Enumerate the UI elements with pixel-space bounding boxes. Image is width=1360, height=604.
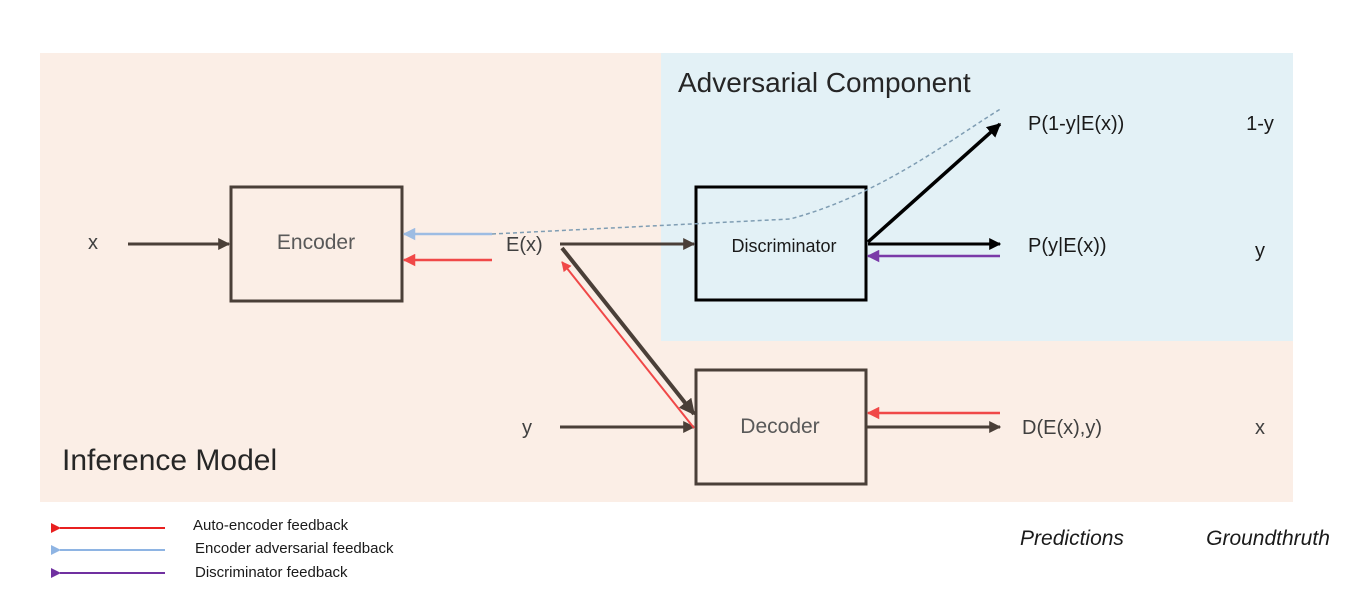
inference-region-title: Inference Model [62, 444, 277, 477]
predictions-header: Predictions [1020, 527, 1124, 550]
encoder-label: Encoder [277, 231, 355, 254]
decoder-label: Decoder [740, 415, 819, 438]
latent-label: E(x) [506, 234, 543, 256]
adversarial-region [661, 53, 1293, 341]
input-y-label: y [522, 417, 532, 439]
arrow-latent-to-decoder [560, 246, 696, 416]
discriminator-label: Discriminator [731, 236, 836, 256]
legend-purple-label: Discriminator feedback [195, 564, 348, 581]
discriminator-block [694, 185, 868, 302]
groundtruth-not-y: 1-y [1246, 113, 1274, 135]
output-p-not-y: P(1-y|E(x)) [1028, 113, 1124, 135]
groundtruth-y: y [1255, 240, 1265, 262]
encoder-block [229, 185, 404, 303]
dashed-adversarial-path [491, 107, 1003, 235]
input-x-label: x [88, 232, 98, 254]
adversarial-region-title: Adversarial Component [678, 67, 971, 98]
output-reconstruction: D(E(x),y) [1022, 417, 1102, 439]
groundtruth-header: Groundthruth [1206, 527, 1330, 550]
legend-blue-label: Encoder adversarial feedback [195, 540, 394, 557]
output-p-y: P(y|E(x)) [1028, 235, 1107, 257]
arrow-discriminator-to-p-not-y [866, 122, 1002, 244]
groundtruth-x: x [1255, 417, 1265, 439]
legend-red-label: Auto-encoder feedback [193, 517, 349, 534]
red-feedback-decoder-to-latent [561, 261, 695, 429]
